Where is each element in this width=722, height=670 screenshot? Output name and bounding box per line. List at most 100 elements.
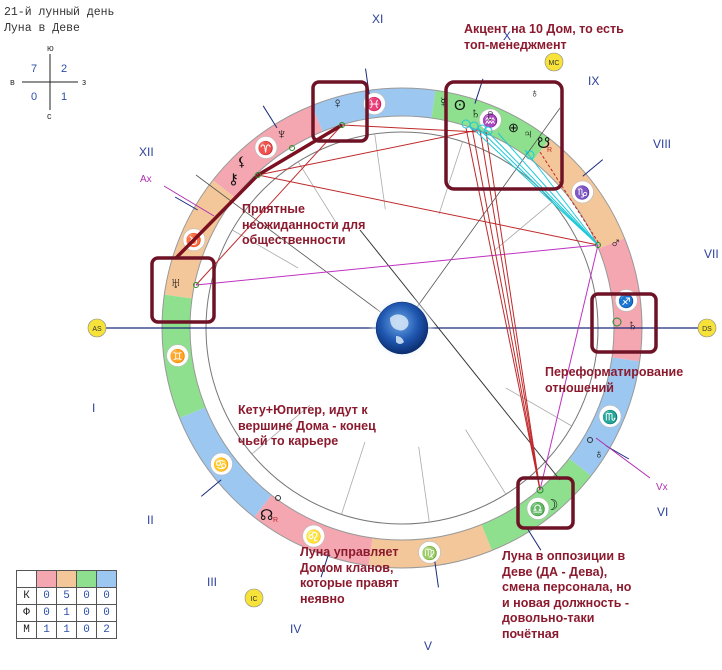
elements-table: К 0 5 0 0 Ф 0 1 0 0 М 1 1 0 2 (16, 570, 117, 639)
table-cell: 0 (96, 587, 117, 605)
chiron-icon: ⚷ (228, 171, 239, 188)
zodiac-glyph-bg (571, 180, 594, 204)
highlight-boxes (150, 80, 658, 530)
annotation-ketu: Кету+Юпитер, идут к вершине Дома - конец… (238, 403, 376, 448)
planet-dots (193, 119, 622, 501)
house-cusp-line (374, 133, 386, 210)
north-node-retro: R (273, 517, 278, 524)
pluto-dot (477, 124, 487, 134)
zodiac-sign-icon: ♋ (213, 457, 229, 472)
zodiac-glyph-bg (363, 92, 386, 115)
house-iv: IV (290, 622, 301, 636)
house-x: X (503, 29, 511, 43)
zodiac-glyph-bg (598, 405, 622, 428)
house-cusp-line (493, 201, 553, 252)
house-cusp-line (465, 429, 507, 495)
house-ii: II (147, 513, 154, 527)
quadrant-cross: ю с в з 7 2 0 1 (10, 43, 86, 120)
zodiac-glyph-bg (418, 541, 441, 564)
house-cusp-tick (526, 527, 542, 551)
jupiter-dot (525, 150, 535, 160)
aspect-venus-sun (341, 124, 479, 133)
zodiac-glyph-bg (479, 108, 502, 132)
zodiac-sign-icon: ♑ (574, 185, 590, 200)
mercury-icon: ☿ (438, 94, 449, 110)
cross-east: з (82, 77, 86, 87)
annotation-surprises: Приятные неожиданности для общественност… (242, 202, 366, 247)
table-row: М 1 1 0 2 (16, 621, 117, 639)
box-moon (516, 476, 575, 530)
table-cell: 0 (36, 604, 57, 622)
node-dot (275, 495, 281, 501)
box-sun-group (444, 80, 564, 191)
cross-q-tl: 7 (31, 63, 37, 75)
row-label: М (16, 621, 37, 639)
mercury-dot (483, 126, 493, 136)
house-cusp-line (251, 404, 311, 455)
sun-icon: ʘ (454, 97, 466, 114)
ax-label: Ax (140, 174, 152, 185)
house-cusp-line (232, 229, 299, 269)
vx-line (595, 437, 651, 479)
annotation-moon-opposition: Луна в оппозиции в Деве (ДА - Дева), сме… (502, 549, 632, 641)
neptune-icon: ♆ (276, 126, 287, 143)
south-node-icon: ☋ (537, 135, 550, 152)
aspect-uranus-mars (195, 244, 599, 286)
house-cusp-line (438, 141, 463, 214)
zodiac-glyph-bg (302, 524, 325, 548)
mars-dot (595, 242, 601, 248)
chiron-dot (255, 172, 261, 178)
moon-icon: ☽ (545, 497, 558, 514)
dsc-marker (697, 318, 717, 338)
zodiac-glyph-bg (210, 452, 233, 476)
saturn-icon: ♄ (470, 105, 481, 122)
house-viii: VIII (653, 137, 671, 151)
fire-color-cell (36, 570, 57, 588)
ax-line (163, 185, 215, 217)
house-cusp-tick (434, 561, 439, 588)
neptune-dot (289, 145, 295, 151)
asc-marker (87, 318, 107, 338)
zodiac-glyph-bg (166, 344, 189, 367)
nodal-axis-line (359, 229, 561, 481)
uranus-icon: ♅ (170, 275, 181, 292)
table-cell: 1 (56, 604, 77, 622)
table-row: Ф 0 1 0 0 (16, 604, 117, 622)
ic-label: IC (251, 596, 258, 603)
elements-corner (16, 570, 37, 588)
angle-markers: AS DS MC IC Ax Vx (87, 52, 717, 608)
elements-color-row (16, 570, 117, 588)
house-vi: VI (657, 505, 668, 519)
earth-continents-icon (390, 314, 409, 344)
table-cell: 1 (56, 621, 77, 639)
house-cusp-tick (174, 196, 198, 211)
aspect-jup-mars (524, 149, 599, 246)
table-cell: 0 (96, 604, 117, 622)
planet-glyphs: ♀ ♆ ⚸ ⚷ ♅ ☿ ʘ ♄ ♇ ♁ ⊕ ♃ ☋ R ♂ ♄ ♁ ☽ ☊ R (170, 86, 638, 524)
lilith-icon: ⚸ (237, 154, 247, 169)
house-xii: XII (139, 145, 154, 159)
pluto-icon: ♇ (485, 107, 496, 124)
house-cusp-line (418, 446, 430, 523)
zodiac-glyph-bg (254, 136, 278, 159)
mc-marker (544, 52, 564, 72)
venus-dot (339, 122, 345, 128)
fortune-icon: ⊕ (508, 120, 519, 135)
cross-north: ю (47, 43, 54, 53)
zodiac-sign-icon: ♐ (618, 293, 634, 308)
cross-west: в (10, 77, 15, 87)
house-cusp-tick (582, 159, 604, 177)
house-vii: VII (704, 247, 719, 261)
aspect-node-mars (539, 151, 601, 246)
aspect-chiron-mars (257, 174, 599, 246)
table-row: К 0 5 0 0 (16, 587, 117, 605)
table-cell: 1 (36, 621, 57, 639)
moon-sign-label: Луна в Деве (4, 22, 80, 35)
zodiac-sign-icon: ♎ (530, 501, 546, 516)
table-cell: 5 (56, 587, 77, 605)
saturn-dot (469, 121, 479, 131)
house-cusp-line (341, 442, 366, 515)
selena-2-icon: ♁ (594, 446, 604, 461)
dsc-label: DS (702, 326, 712, 333)
